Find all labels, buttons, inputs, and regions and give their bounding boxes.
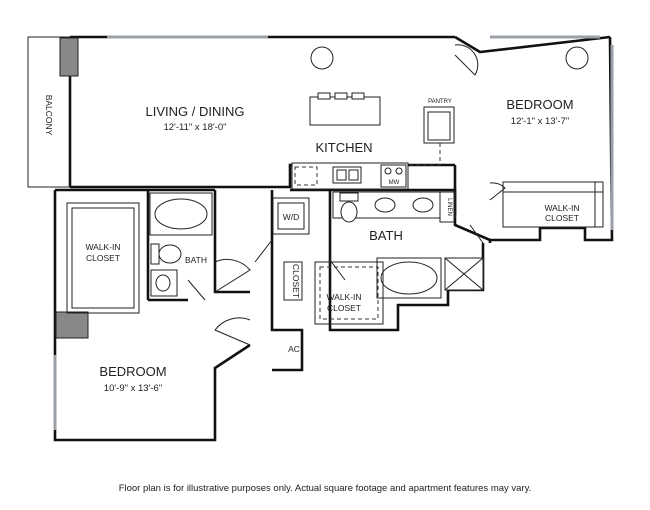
pantry-label: PANTRY	[428, 99, 452, 105]
walkin-second-label-2: CLOSET	[86, 253, 120, 263]
column-bedroom	[55, 311, 89, 339]
walkin-hall-label-2: CLOSET	[327, 303, 361, 313]
ceiling-light	[565, 46, 589, 70]
walkin-master-label-2: CLOSET	[545, 213, 579, 223]
linen-label: LINEN	[446, 198, 452, 216]
washer-dryer: W/D	[272, 197, 310, 235]
living-dining-name: LIVING / DINING	[146, 104, 245, 119]
bedroom-second-name: BEDROOM	[99, 364, 166, 379]
bedroom-second-dims: 10'-9" x 13'-6"	[104, 383, 162, 394]
walkin-closet-hall: WALK-IN CLOSET	[314, 261, 384, 325]
ac-closet: AC	[288, 344, 300, 354]
kitchen-name: KITCHEN	[315, 140, 372, 155]
floor-plan: BALCONY	[27, 35, 614, 442]
walkin-closet-master: WALK-IN CLOSET	[502, 181, 604, 228]
walkin-closet-second: WALK-IN CLOSET	[66, 202, 140, 314]
bath-second-name: BATH	[185, 255, 207, 265]
closet-hall-label: CLOSET	[291, 264, 301, 298]
bedroom-master-name: BEDROOM	[506, 97, 573, 112]
bath-second: BATH	[146, 190, 213, 302]
bath-master-name: BATH	[369, 228, 403, 243]
disclaimer-text: Floor plan is for illustrative purposes …	[118, 483, 532, 494]
living-dining-dims: 12'-11" x 18'-0"	[163, 122, 226, 133]
pantry: PANTRY	[410, 99, 455, 166]
walkin-master-label-1: WALK-IN	[544, 203, 579, 213]
bedroom-master-dims: 12'-1" x 13'-7"	[511, 116, 569, 127]
kitchen-counter: MW	[291, 162, 409, 190]
column-top-left	[59, 37, 79, 77]
washer-dryer-label: W/D	[283, 212, 300, 222]
walkin-hall-label-1: WALK-IN	[326, 292, 361, 302]
kitchen-island	[309, 92, 381, 126]
doors	[187, 44, 506, 346]
microwave-label: MW	[389, 180, 400, 186]
balcony-label: BALCONY	[44, 95, 54, 136]
windows	[53, 35, 614, 430]
closet-hall: CLOSET	[283, 261, 303, 301]
ac-label: AC	[288, 344, 300, 354]
walkin-second-label-1: WALK-IN	[85, 242, 120, 252]
bath-master: LINEN BATH	[332, 191, 484, 299]
ceiling-light	[310, 46, 334, 70]
